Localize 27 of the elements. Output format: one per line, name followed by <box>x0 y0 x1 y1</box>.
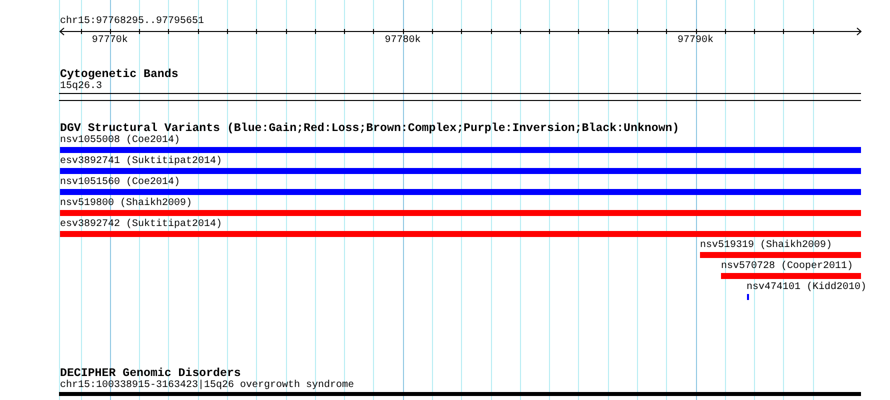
feature-label: nsv474101 (Kidd2010) <box>746 282 867 293</box>
coordinate-range: chr15:97768295..97795651 <box>60 16 204 27</box>
feature-label: nsv570728 (Cooper2011) <box>721 261 854 272</box>
variant-feature <box>60 135 861 153</box>
track-title: DECIPHER Genomic Disorders <box>60 367 241 380</box>
feature-label: chr15:100338915-3163423|15q26 overgrowth syndrome <box>60 380 354 391</box>
feature-label: nsv519800 (Shaikh2009) <box>60 198 192 209</box>
feature-label: nsv1051560 (Coe2014) <box>60 177 180 188</box>
feature-label: esv3892742 (Suktitipat2014) <box>60 219 222 230</box>
feature-label: nsv519319 (Shaikh2009) <box>700 240 832 251</box>
variant-feature <box>60 219 861 237</box>
feature-label: nsv1055008 (Coe2014) <box>60 135 180 146</box>
variant-feature <box>60 156 861 174</box>
variant-feature <box>721 261 861 279</box>
tick-label: 97770k <box>92 35 128 46</box>
feature-label: 15q26.3 <box>60 81 102 92</box>
track-title: Cytogenetic Bands <box>60 68 178 80</box>
disorder-feature <box>59 380 861 396</box>
variant-feature <box>60 177 861 195</box>
variant-feature <box>746 282 867 300</box>
feature-label: esv3892741 (Suktitipat2014) <box>60 156 222 167</box>
tick-label: 97780k <box>384 35 421 46</box>
tick-label: 97790k <box>678 35 714 46</box>
variant-feature <box>700 240 861 258</box>
variant-feature <box>60 198 861 216</box>
track-title: DGV Structural Variants (Blue:Gain;Red:Loss;Brown:Complex;Purple:Inversion;Black:Unknown) <box>60 122 680 135</box>
cytoband-feature <box>59 81 861 101</box>
